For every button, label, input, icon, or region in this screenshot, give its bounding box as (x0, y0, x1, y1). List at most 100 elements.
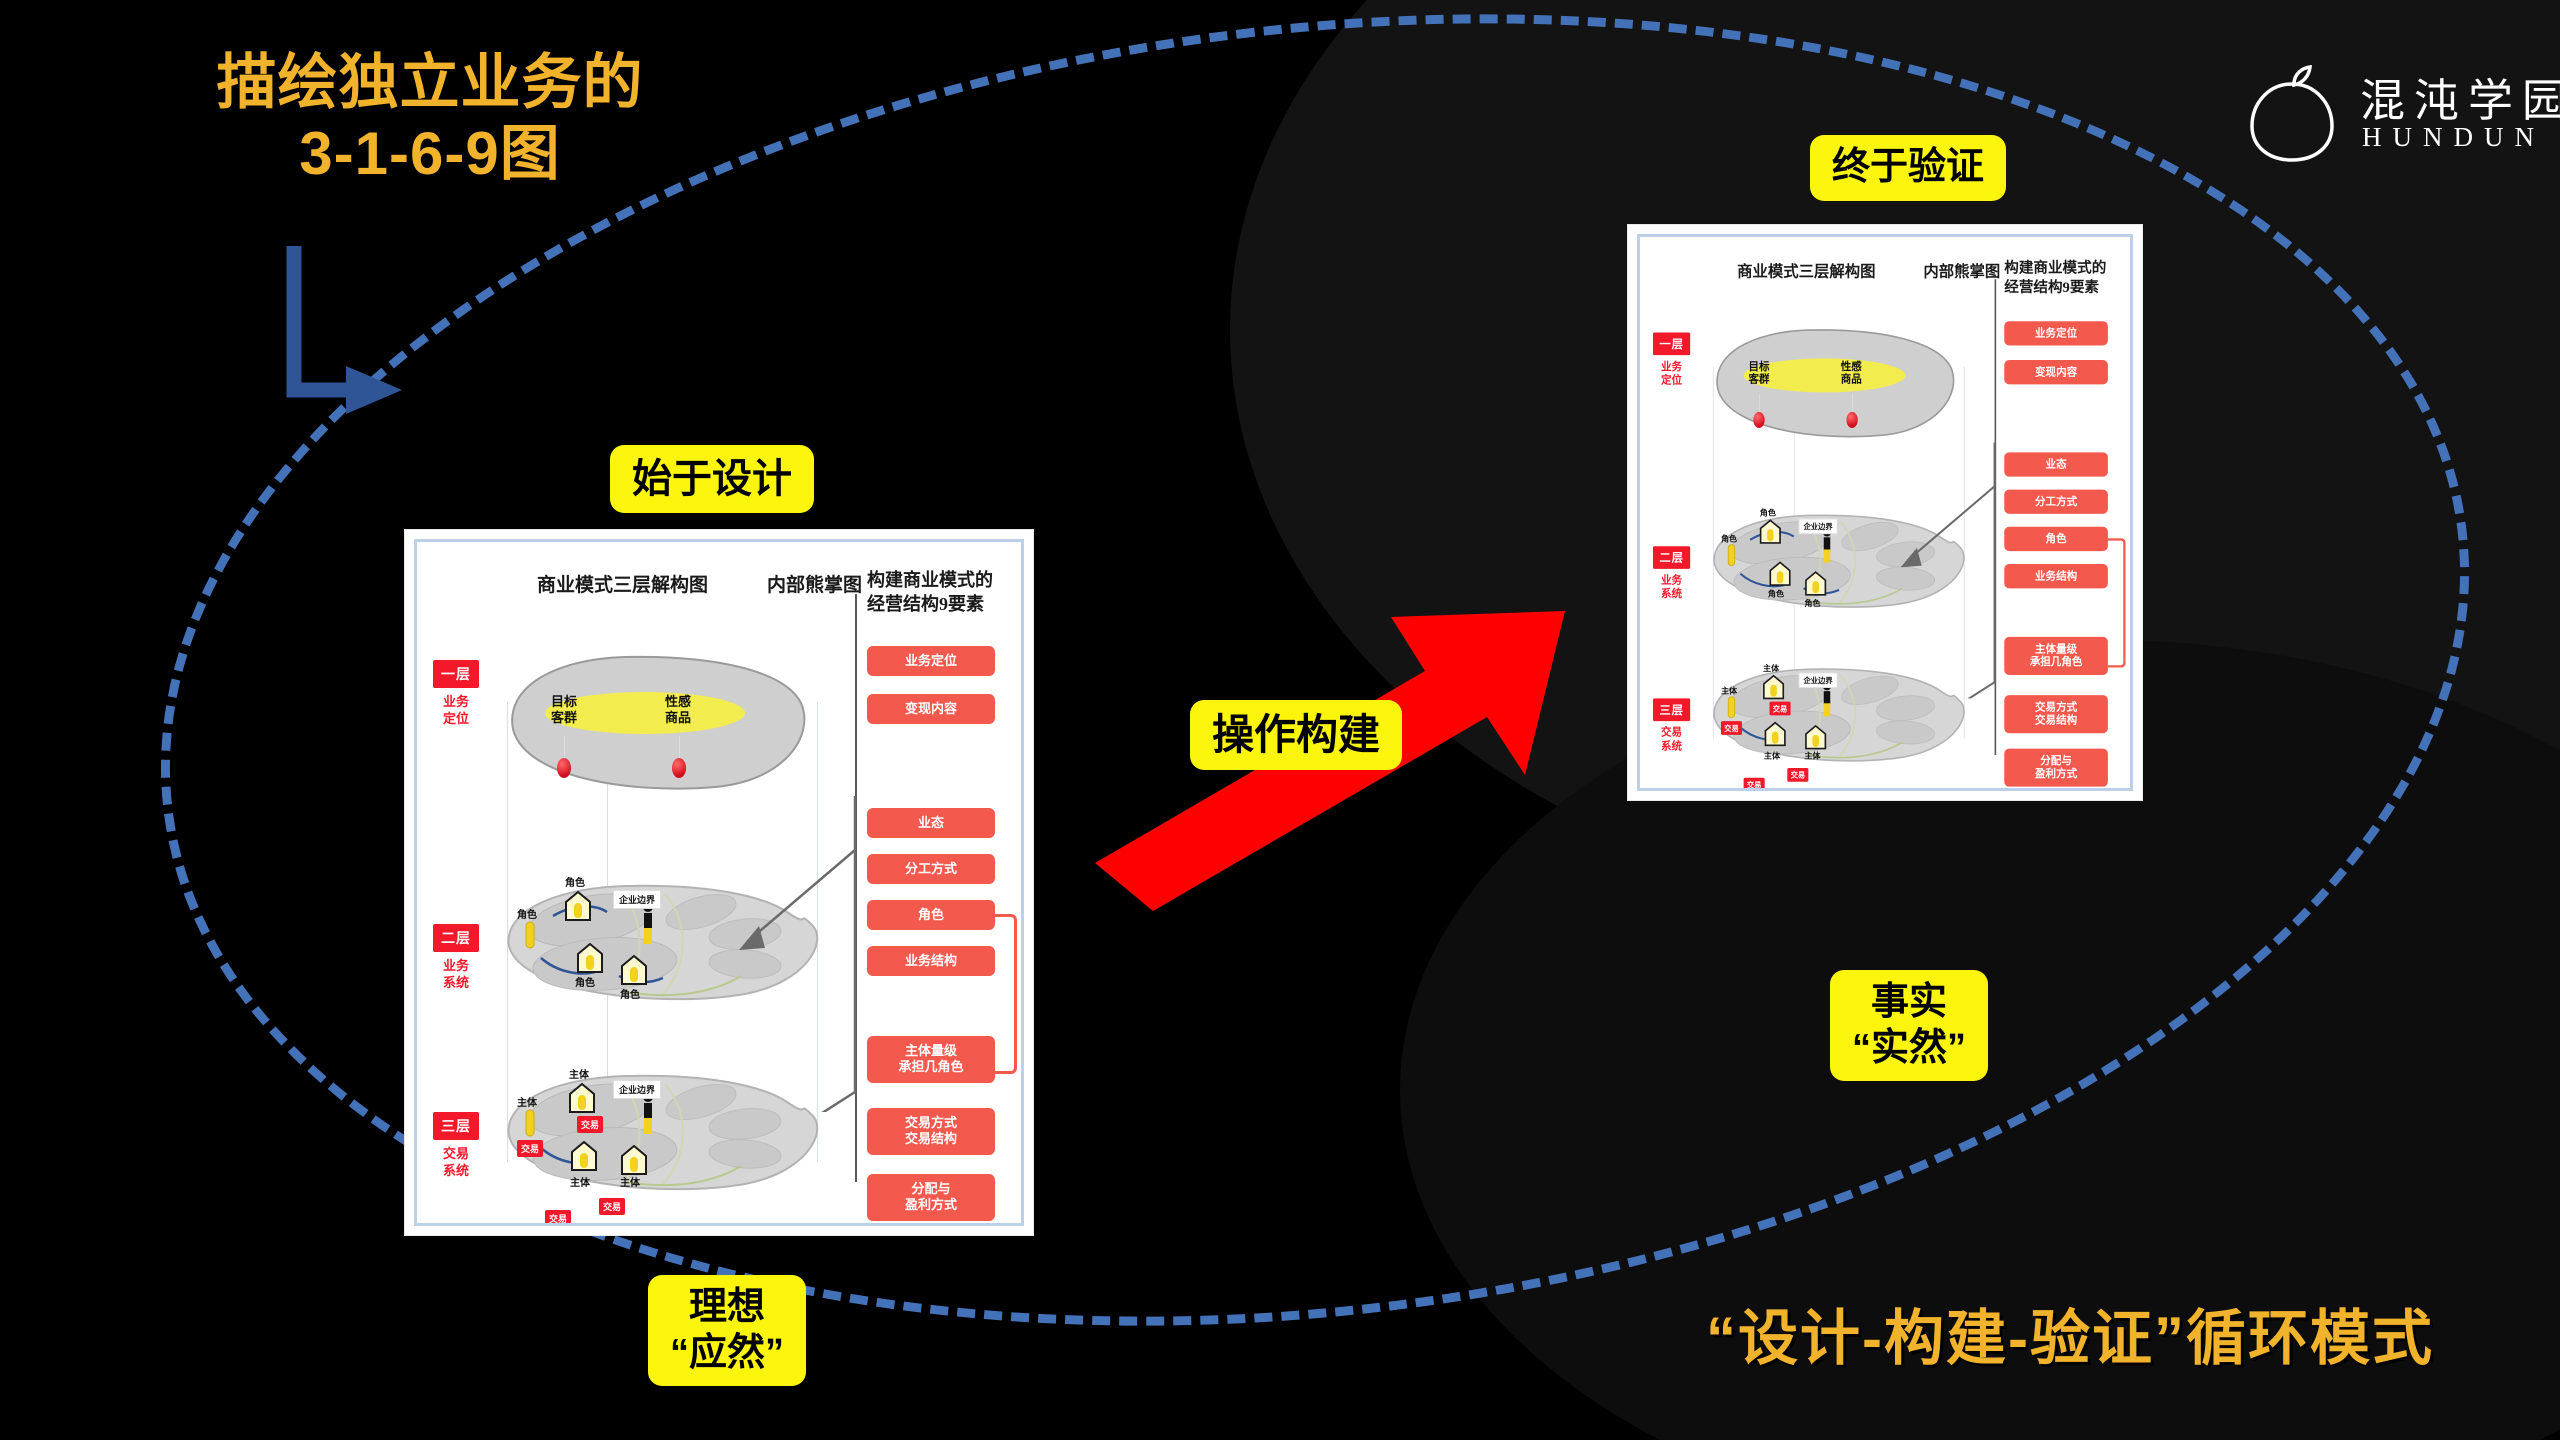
layer2-role-label: 角色 (1804, 599, 1821, 609)
layer-badge-3: 三层 交易 系统 (433, 1112, 479, 1180)
layer-1-sub: 业务 定位 (442, 694, 469, 726)
layer2-role-label: 角色 (575, 978, 595, 989)
brand-logo: 混沌学园 HUNDUN (2240, 60, 2560, 170)
layer1-stem-a (564, 736, 565, 762)
layer2-role-label: 角色 (517, 910, 537, 921)
brand-name-cn: 混沌学园 (2360, 76, 2560, 126)
diagram-sheet-right: 商业模式三层解构图 内部熊掌图 构建商业模式的 经营结构9要素 一层 业务 定位… (1640, 237, 2130, 788)
subject-person-icon (1727, 696, 1736, 719)
layer3-subject-label: 主体 (569, 1070, 589, 1081)
subject-house-icon (1764, 721, 1786, 747)
layer1-stem-b (679, 736, 680, 762)
layer-badge-2: 二层 业务 系统 (1652, 546, 1691, 601)
layer1-marker-a (557, 758, 571, 778)
panel-verify-diagram: 商业模式三层解构图 内部熊掌图 构建商业模式的 经营结构9要素 一层 业务 定位… (1628, 225, 2142, 800)
element-9: 分配与 盈利方式 (2004, 748, 2108, 787)
role-house-icon (565, 890, 591, 921)
header-bear-paw: 内部熊掌图 (767, 575, 863, 596)
layer-1-sub: 业务 定位 (1661, 360, 1683, 386)
layer1-marker-b (1846, 411, 1858, 429)
layer1-stem-b (1852, 394, 1853, 416)
layer2-role-label: 角色 (1767, 589, 1785, 599)
layer3-subject-label: 主体 (517, 1098, 537, 1109)
badge-ideal: 理想 “应然” (648, 1275, 807, 1387)
badge-operate-build: 操作构建 (1190, 700, 1403, 771)
layer1-yellow-oval (1743, 358, 1906, 393)
element-7: 主体量级 承担几角色 (2004, 636, 2108, 675)
prism-guide-left (507, 702, 508, 1162)
element-6: 业务结构 (867, 946, 995, 977)
element-2: 变现内容 (867, 694, 995, 725)
layer-3-tag: 三层 (433, 1112, 479, 1140)
layer3-subject-label: 主体 (1804, 751, 1821, 761)
layer-badge-1: 一层 业务 定位 (1652, 332, 1691, 388)
label-sexy-product: 性感 商品 (665, 694, 692, 726)
prism-guide-right (1963, 366, 1965, 739)
label-target-customer: 目标 客群 (551, 694, 578, 726)
layer1-yellow-oval (545, 692, 745, 734)
subject-house-icon (1805, 724, 1827, 750)
layer2-role-label: 角色 (620, 990, 640, 1001)
layer3-subject-label: 主体 (1720, 687, 1738, 696)
label-sexy-product: 性感 商品 (1840, 360, 1862, 386)
layer-3-sub: 交易 系统 (442, 1146, 469, 1178)
page-title: 描绘独立业务的 3-1-6-9图 (130, 48, 730, 190)
element-4: 分工方式 (867, 854, 995, 885)
layer3-enterprise-boundary: 企业边界 (613, 1080, 662, 1099)
element-bracket (995, 914, 1017, 1074)
layer-2-sub: 业务 系统 (442, 958, 469, 990)
role-house-icon (577, 942, 603, 973)
badge-start-design: 始于设计 (610, 445, 814, 513)
subject-house-icon (1763, 674, 1785, 700)
layer3-subject-label: 主体 (620, 1178, 640, 1189)
layer2-role-label: 角色 (1759, 508, 1776, 518)
role-house-icon (1759, 519, 1781, 544)
header-nine-elements: 构建商业模式的 经营结构9要素 (867, 570, 993, 615)
layer3-subject-label: 主体 (1763, 751, 1781, 761)
element-8: 交易方式 交易结构 (2004, 695, 2108, 733)
layer3-subject-label: 主体 (1763, 664, 1780, 674)
element-4: 分工方式 (2004, 489, 2108, 515)
transaction-chip: 交易 (1720, 721, 1743, 735)
layer3-subject-label: 主体 (570, 1178, 590, 1189)
layer2-role-label: 角色 (565, 878, 585, 889)
layer-2-tag: 二层 (1652, 546, 1691, 569)
layer-1-tag: 一层 (433, 660, 479, 688)
layer-badge-3: 三层 交易 系统 (1652, 698, 1691, 753)
transaction-chip: 交易 (1787, 768, 1809, 782)
role-house-icon (1805, 571, 1827, 596)
label-target-customer: 目标 客群 (1748, 360, 1770, 386)
transaction-chip: 交易 (545, 1210, 572, 1223)
header-three-layer: 商业模式三层解构图 (1737, 263, 1876, 281)
layer-2-tag: 二层 (433, 924, 479, 952)
badge-ideal-line2: “应然” (670, 1331, 785, 1374)
page-title-line1: 描绘独立业务的 (216, 49, 644, 116)
apple-outline-icon (2250, 64, 2334, 162)
brand-name-en: HUNDUN (2362, 122, 2545, 152)
badge-fact-line1: 事实 (1871, 981, 1948, 1023)
prism-guide-right (817, 702, 818, 1162)
transaction-chip: 交易 (517, 1140, 544, 1157)
bearpaw-connector-arrow-icon (1900, 442, 1996, 699)
element-6: 业务结构 (2004, 564, 2108, 589)
badge-fact: 事实 “实然” (1830, 970, 1989, 1082)
header-three-layer: 商业模式三层解构图 (537, 575, 709, 596)
layer-2-sub: 业务 系统 (1661, 573, 1683, 600)
bearpaw-connector-arrow-icon (739, 796, 857, 1112)
subject-house-icon (621, 1144, 647, 1175)
layer-badge-1: 一层 业务 定位 (433, 660, 479, 728)
element-8: 交易方式 交易结构 (867, 1108, 995, 1155)
layer1-marker-a (1753, 411, 1765, 429)
element-1: 业务定位 (867, 646, 995, 677)
transaction-chip: 交易 (1743, 777, 1765, 788)
layer2-enterprise-boundary: 企业边界 (613, 890, 662, 909)
element-2: 变现内容 (2004, 360, 2108, 385)
role-person-icon (1727, 544, 1736, 567)
panel-design-diagram: 商业模式三层解构图 内部熊掌图 构建商业模式的 经营结构9要素 一层 业务 定位 (405, 530, 1033, 1235)
header-nine-elements: 构建商业模式的 经营结构9要素 (2004, 259, 2107, 296)
badge-ideal-line1: 理想 (689, 1286, 766, 1328)
layer1-marker-b (672, 758, 686, 778)
element-5: 角色 (2004, 526, 2108, 552)
element-3: 业态 (867, 808, 995, 839)
